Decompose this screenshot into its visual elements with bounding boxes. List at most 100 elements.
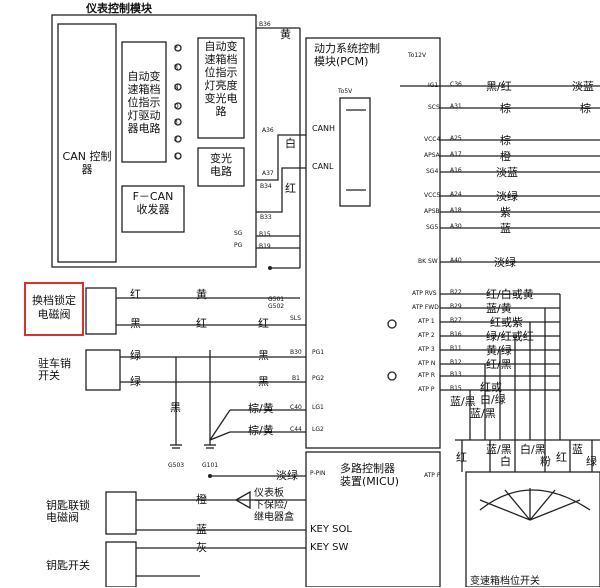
term-a16: A16	[450, 167, 462, 174]
range-switch-box	[465, 471, 600, 587]
term-pg1: PG1	[312, 349, 325, 356]
shift-lock-label: 换档锁定 电磁阀	[32, 294, 76, 321]
term-lg2: LG2	[312, 426, 324, 433]
term-b33: B33	[260, 214, 272, 221]
term-b29: B29	[450, 303, 462, 310]
wire-blue-black: 蓝/黑	[450, 395, 476, 408]
term-atp1: ATP 1	[418, 318, 435, 325]
wire-brown-yellow-2: 棕/黄	[248, 424, 274, 437]
wire-white-black: 白/黑	[520, 443, 546, 456]
term-keysol: KEY SOL	[310, 524, 352, 535]
wire-red-white: 黑/红	[486, 80, 512, 93]
term-b22: B22	[450, 289, 462, 296]
wire-brown-3: 棕	[500, 134, 511, 147]
indicator-drive-label: 自动变 速箱档 位指示 灯驱动 器电路	[127, 70, 161, 135]
term-a37: A37	[262, 170, 274, 177]
micu-title: 多路控制器 装置(MICU)	[340, 462, 400, 488]
term-atpr: ATP R	[418, 372, 435, 379]
term-atpp: ATP P	[418, 386, 435, 393]
micu-box	[305, 451, 441, 587]
gear-letter-r: R	[174, 64, 179, 71]
wire-pale-blue: 淡蓝	[572, 80, 594, 93]
wire-orange-2: 橙	[196, 493, 207, 506]
key-interlock-label: 钥匙联锁 电磁阀	[46, 499, 90, 524]
wire-blue-black-2: 蓝/黑	[470, 407, 496, 420]
wire-orange: 橙	[500, 150, 511, 163]
term-keysw: KEY SW	[310, 542, 349, 553]
wire-pink: 粉	[540, 455, 551, 468]
term-g101: G101	[202, 462, 219, 469]
wire-blue-black-3: 蓝/黑	[486, 443, 512, 456]
term-a36: A36	[262, 127, 274, 134]
wire-red-or-white: 红或 白/绿	[480, 381, 506, 406]
wire-green-red: 绿/红或红	[486, 330, 534, 343]
wire-light-blue: 淡蓝	[496, 166, 518, 179]
can-controller-label: CAN 控制器	[62, 150, 112, 176]
wire-light-green-3: 淡绿	[276, 469, 298, 482]
gear-letter-1: 1	[174, 153, 178, 160]
wire-red-3: 红	[556, 451, 567, 464]
pcm-5v: To5V	[338, 88, 353, 95]
wire-white-2: 白	[500, 455, 511, 468]
term-bksw: BK SW	[418, 258, 438, 265]
term-b30: B30	[290, 349, 302, 356]
term-vcc5: VCC5	[424, 192, 441, 199]
term-scs: SCS	[428, 104, 440, 111]
fcan-label: F－CAN 收发器	[132, 190, 174, 216]
wire-blue-2: 蓝	[572, 443, 583, 456]
term-a18: A18	[450, 207, 462, 214]
term-apsb: APSB	[424, 208, 440, 215]
term-b27: B27	[450, 317, 462, 324]
term-sg4: SG4	[426, 168, 439, 175]
wire-brown: 棕	[500, 102, 511, 115]
term-sg5: SG5	[426, 224, 439, 231]
wire-purple: 紫	[500, 206, 511, 219]
term-b13: B13	[450, 371, 462, 378]
wire-white: 白	[285, 137, 296, 150]
wire-blue-3: 蓝	[196, 523, 207, 536]
term-sg: SG	[234, 230, 243, 237]
term-ig1: IG1	[428, 82, 439, 89]
term-canl: CANL	[312, 162, 334, 171]
wire-blue: 蓝	[500, 222, 511, 235]
term-b19: B19	[259, 243, 271, 250]
gear-letter-p: P	[174, 45, 178, 52]
gear-letter-d: D	[174, 103, 179, 110]
term-a24: A24	[450, 191, 462, 198]
wire-black-3: 黑	[258, 375, 269, 388]
key-switch-label: 钥匙开关	[46, 559, 90, 572]
wire-yellow: 黄	[280, 28, 291, 41]
term-c36: C36	[450, 81, 462, 88]
wire-blue-yellow: 蓝/黄	[486, 302, 512, 315]
term-b12: B12	[450, 359, 462, 366]
term-apsa: APSA	[424, 152, 440, 159]
term-a17: A17	[450, 151, 462, 158]
term-canh: CANH	[312, 124, 336, 133]
term-atp3: ATP 3	[418, 346, 435, 353]
term-pg: PG	[234, 242, 243, 249]
term-atpfwd: ATP FWD	[412, 304, 439, 311]
can-controller-box	[57, 23, 117, 263]
dash-fuse-label: 仪表板 下保险/ 继电器盒	[254, 488, 294, 523]
wire-red-2: 红	[456, 451, 467, 464]
instrument-module-box	[51, 14, 257, 268]
shift-lock-highlight: 换档锁定 电磁阀	[24, 282, 84, 336]
wire-green-2: 绿	[586, 455, 597, 468]
term-b15p: B15	[450, 385, 462, 392]
parking-switch-label: 驻车销 开关	[38, 357, 71, 382]
wire-green: 绿	[130, 349, 141, 362]
page-title: 仪表控制模块	[86, 2, 152, 15]
wire-grey: 灰	[196, 541, 207, 554]
wire-brown-2: 棕	[580, 102, 591, 115]
term-c40: C40	[290, 404, 302, 411]
term-b36: B36	[259, 21, 271, 28]
pcm-box	[305, 37, 441, 449]
wire-black-2: 黑	[258, 349, 269, 362]
term-atprvs: ATP RVS	[412, 290, 437, 297]
term-c44: C44	[290, 426, 302, 433]
term-g503: G503	[168, 462, 185, 469]
dimmer-box	[197, 147, 245, 187]
indicator-dim-label: 自动变 速箱档 位指示 灯亮度 变光电 路	[204, 40, 238, 118]
term-atpp2: ATP P	[424, 472, 441, 479]
